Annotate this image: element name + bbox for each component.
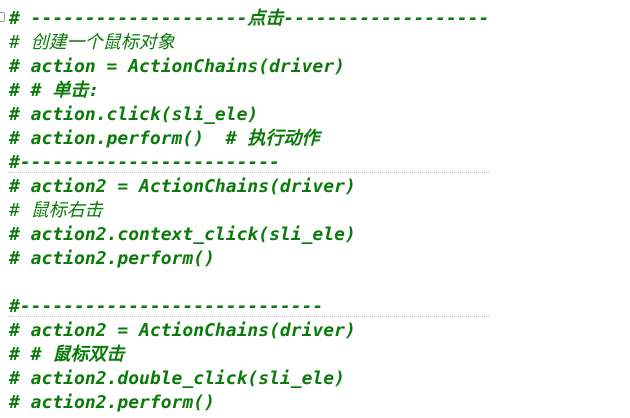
code-line-5: # action.click(sli_ele) xyxy=(9,104,259,125)
code-line-3: # action = ActionChains(driver) xyxy=(9,56,345,77)
code-line-7: #------------------------ xyxy=(9,151,490,175)
code-line-9: # 鼠标右击 xyxy=(9,200,103,221)
code-area[interactable]: # --------------------点击----------------… xyxy=(9,7,490,415)
code-line-14: # action2 = ActionChains(driver) xyxy=(9,320,356,341)
code-line-17: # action2.perform() xyxy=(9,392,215,413)
code-line-6: # action.perform() # 执行动作 xyxy=(9,128,320,149)
code-line-2: # 创建一个鼠标对象 xyxy=(9,32,175,53)
code-line-4: # # 单击: xyxy=(9,80,100,101)
code-line-10: # action2.context_click(sli_ele) xyxy=(9,224,356,245)
code-line-11: # action2.perform() xyxy=(9,248,215,269)
code-line-15: # # 鼠标双击 xyxy=(9,344,125,365)
code-line-8: # action2 = ActionChains(driver) xyxy=(9,176,356,197)
code-line-1: # --------------------点击----------------… xyxy=(9,8,490,29)
fold-marker-icon[interactable] xyxy=(0,12,5,22)
code-line-12 xyxy=(9,271,489,295)
code-line-13: #---------------------------- xyxy=(9,295,490,319)
code-line-16: # action2.double_click(sli_ele) xyxy=(9,368,345,389)
